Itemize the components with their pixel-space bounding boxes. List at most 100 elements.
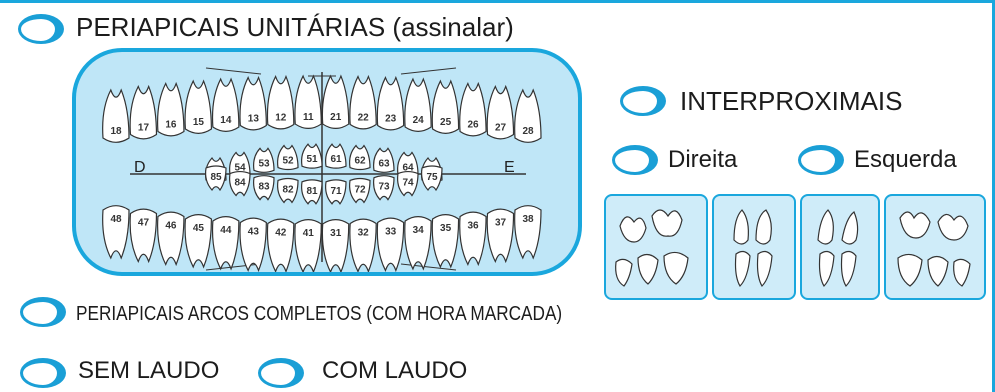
tooth-shape xyxy=(253,175,275,201)
tooth-23[interactable]: 23 xyxy=(376,75,405,131)
tooth-number: 48 xyxy=(110,214,122,225)
tooth-number: 28 xyxy=(522,126,534,137)
tooth-11[interactable]: 11 xyxy=(294,74,322,129)
bitewing-right-molars[interactable] xyxy=(604,194,708,300)
tooth-shape xyxy=(431,79,460,134)
tooth-28[interactable]: 28 xyxy=(514,88,542,143)
tooth-81[interactable]: 81 xyxy=(301,179,323,205)
tooth-43[interactable]: 43 xyxy=(239,217,267,272)
tooth-31[interactable]: 31 xyxy=(321,219,350,272)
tooth-45[interactable]: 45 xyxy=(184,214,213,269)
tooth-number: 72 xyxy=(354,184,366,195)
tooth-37[interactable]: 37 xyxy=(486,208,515,264)
tooth-41[interactable]: 41 xyxy=(294,219,322,272)
tooth-34[interactable]: 34 xyxy=(404,216,432,271)
bitewing-right-premolars[interactable] xyxy=(712,194,796,300)
tooth-number: 61 xyxy=(330,154,342,165)
tooth-number: 23 xyxy=(385,114,397,125)
tooth-number: 42 xyxy=(275,227,287,238)
tooth-number: 11 xyxy=(303,112,314,123)
tooth-13[interactable]: 13 xyxy=(239,75,267,131)
dental-chart: D E 181716151413121121222324252627285554… xyxy=(72,48,582,276)
tooth-number: 52 xyxy=(282,156,294,167)
dental-chart-svg: D E 181716151413121121222324252627285554… xyxy=(102,67,542,272)
tooth-42[interactable]: 42 xyxy=(266,218,295,272)
tooth-number: 85 xyxy=(210,172,222,183)
tooth-16[interactable]: 16 xyxy=(157,81,185,137)
arcos-completos-checkbox[interactable] xyxy=(20,297,66,327)
tooth-82[interactable]: 82 xyxy=(277,177,299,204)
periapicais-unitarias-checkbox[interactable] xyxy=(18,14,64,44)
tooth-36[interactable]: 36 xyxy=(459,211,487,267)
tooth-shape xyxy=(325,143,347,169)
tooth-number: 46 xyxy=(165,220,177,231)
tooth-75[interactable]: 75 xyxy=(421,165,443,192)
tooth-33[interactable]: 33 xyxy=(376,217,405,272)
tooth-number: 64 xyxy=(402,162,414,173)
tooth-number: 21 xyxy=(330,112,342,123)
tooth-shape xyxy=(294,74,322,129)
tooth-number: 53 xyxy=(258,158,270,169)
tooth-number: 36 xyxy=(468,220,480,231)
teeth-illustration xyxy=(897,211,971,287)
tooth-73[interactable]: 73 xyxy=(373,175,395,201)
sem-laudo-label: SEM LAUDO xyxy=(78,357,220,384)
tooth-52[interactable]: 52 xyxy=(277,144,299,171)
tooth-number: 41 xyxy=(303,228,315,239)
tooth-number: 44 xyxy=(220,225,232,236)
tooth-48[interactable]: 48 xyxy=(102,205,130,260)
tooth-83[interactable]: 83 xyxy=(253,175,275,201)
tooth-number: 35 xyxy=(440,223,452,234)
tooth-number: 81 xyxy=(306,186,318,197)
tooth-51[interactable]: 51 xyxy=(301,143,323,169)
tooth-shape xyxy=(211,77,240,132)
tooth-47[interactable]: 47 xyxy=(129,208,158,264)
tooth-72[interactable]: 72 xyxy=(349,177,371,204)
tooth-38[interactable]: 38 xyxy=(514,205,542,260)
tooth-46[interactable]: 46 xyxy=(157,211,185,267)
tooth-32[interactable]: 32 xyxy=(349,218,377,272)
tooth-shape xyxy=(514,88,542,143)
tooth-17[interactable]: 17 xyxy=(129,84,158,140)
bitewing-left-molars[interactable] xyxy=(884,194,986,300)
tooth-71[interactable]: 71 xyxy=(325,179,347,205)
tooth-shape xyxy=(321,74,350,129)
tooth-53[interactable]: 53 xyxy=(253,147,275,173)
tooth-shape xyxy=(129,208,158,264)
tooth-number: 71 xyxy=(330,186,342,197)
tooth-shape xyxy=(211,216,240,271)
tooth-15[interactable]: 15 xyxy=(184,79,213,134)
tooth-26[interactable]: 26 xyxy=(459,81,487,137)
tooth-35[interactable]: 35 xyxy=(431,214,460,269)
interproximais-checkbox[interactable] xyxy=(620,86,666,116)
tooth-85[interactable]: 85 xyxy=(205,165,227,192)
com-laudo-checkbox[interactable] xyxy=(258,358,304,388)
tooth-27[interactable]: 27 xyxy=(486,84,515,140)
tooth-74[interactable]: 74 xyxy=(397,170,419,197)
tooth-44[interactable]: 44 xyxy=(211,216,240,271)
tooth-63[interactable]: 63 xyxy=(373,147,395,173)
sem-laudo-checkbox[interactable] xyxy=(20,358,66,388)
tooth-84[interactable]: 84 xyxy=(229,170,251,197)
direita-label: Direita xyxy=(668,146,738,173)
bitewing-left-premolars[interactable] xyxy=(800,194,880,300)
tooth-12[interactable]: 12 xyxy=(266,74,295,130)
tooth-number: 75 xyxy=(426,172,438,183)
com-laudo-label: COM LAUDO xyxy=(322,357,468,384)
tooth-21[interactable]: 21 xyxy=(321,74,350,129)
tooth-24[interactable]: 24 xyxy=(404,77,432,132)
tooth-shape xyxy=(321,219,350,272)
tooth-number: 27 xyxy=(495,123,507,134)
tooth-number: 22 xyxy=(358,113,370,124)
tooth-61[interactable]: 61 xyxy=(325,143,347,169)
teeth-layer: 1817161514131211212223242526272855545352… xyxy=(102,74,542,272)
tooth-number: 32 xyxy=(358,227,370,238)
tooth-14[interactable]: 14 xyxy=(211,77,240,132)
tooth-22[interactable]: 22 xyxy=(349,74,377,130)
tooth-shape xyxy=(266,218,295,272)
tooth-25[interactable]: 25 xyxy=(431,79,460,134)
direita-checkbox[interactable] xyxy=(612,145,658,175)
tooth-18[interactable]: 18 xyxy=(102,88,130,143)
tooth-62[interactable]: 62 xyxy=(349,144,371,171)
esquerda-checkbox[interactable] xyxy=(798,145,844,175)
